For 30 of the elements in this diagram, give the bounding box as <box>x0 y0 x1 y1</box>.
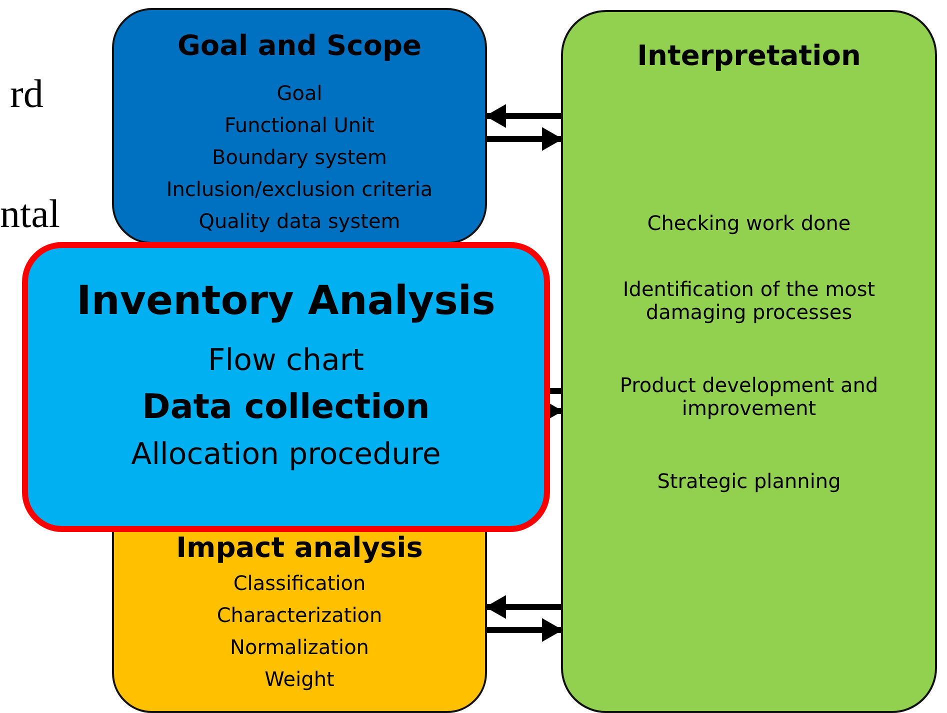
list-item: Weight <box>264 668 336 691</box>
list-item: Characterization <box>216 604 384 627</box>
interpretation-box <box>561 10 937 713</box>
arrow <box>485 595 561 619</box>
list-item: Quality data system <box>198 210 402 233</box>
list-item: Classification <box>232 572 367 595</box>
box-heading: Interpretation <box>636 40 862 72</box>
list-item: Goal <box>276 82 324 105</box>
box-heading: Impact analysis <box>175 532 424 564</box>
list-item: Inclusion/exclusion criteria <box>165 178 434 201</box>
list-item: Product development and improvement <box>618 374 880 420</box>
box-heading: Goal and Scope <box>176 30 423 62</box>
goal-scope-box <box>112 8 487 244</box>
list-item: Strategic planning <box>656 470 842 493</box>
list-item: Identification of the most damaging processes <box>622 278 876 324</box>
list-item: Flow chart <box>206 344 365 378</box>
list-item: Functional Unit <box>224 114 376 137</box>
arrow <box>487 618 563 642</box>
box-heading: Data collection <box>141 388 431 428</box>
inventory-analysis-box <box>22 242 550 532</box>
cut-off-text: ntal <box>0 190 60 237</box>
arrow <box>487 127 563 151</box>
list-item: Normalization <box>229 636 370 659</box>
list-item: Allocation procedure <box>130 438 442 472</box>
list-item: Checking work done <box>646 212 852 235</box>
impact-analysis-box <box>112 530 487 713</box>
cut-off-text: rd <box>10 70 44 117</box>
arrow <box>485 104 561 128</box>
list-item: Boundary system <box>211 146 388 169</box>
box-heading: Inventory Analysis <box>76 278 496 324</box>
